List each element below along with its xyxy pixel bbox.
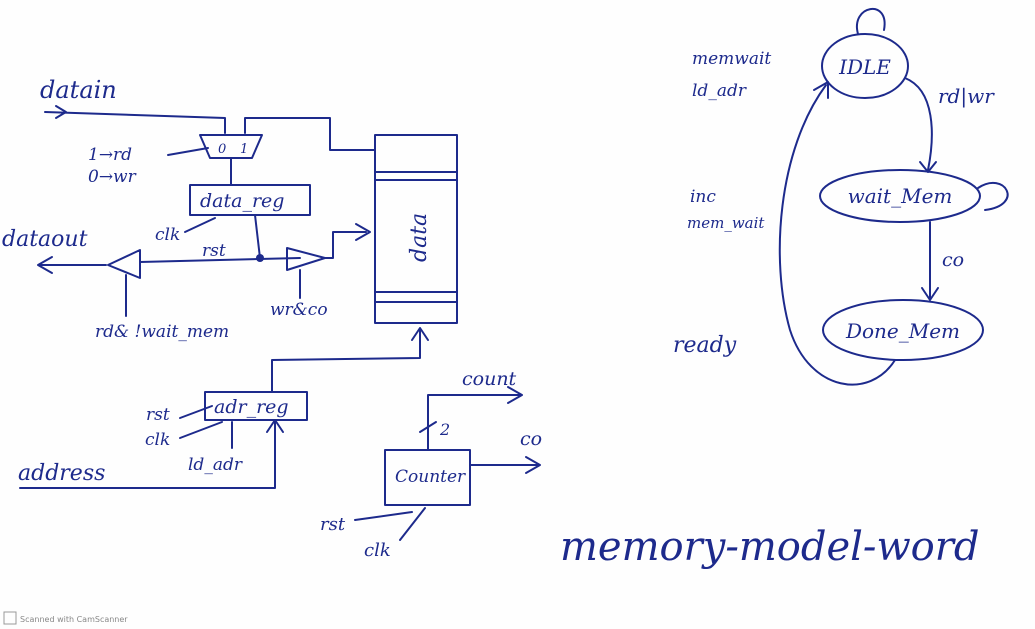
- adr-rst-wire: [179, 405, 213, 419]
- ready-transition-label: ready: [673, 333, 737, 358]
- state-wait-mem: [819, 169, 981, 223]
- data-reg-label: data_reg: [200, 190, 284, 212]
- address-label: address: [18, 461, 105, 486]
- dataout-arrow: [37, 256, 53, 274]
- data-reg-clk-label: clk: [155, 225, 180, 245]
- address-arrow: [266, 419, 284, 433]
- counter-clk-wire: [399, 507, 426, 541]
- dataout-buffer: [107, 249, 141, 279]
- datain-arrow: [55, 105, 67, 119]
- adr-reg-clk-label: clk: [145, 430, 170, 450]
- counter-clk-label: clk: [364, 540, 391, 561]
- wait-output-1: inc: [690, 187, 716, 207]
- diagram-title: memory-model-word: [560, 524, 980, 570]
- state-wait-mem-label: wait_Mem: [848, 184, 953, 208]
- mem-feedback-wire: [244, 117, 376, 151]
- write-wire: [324, 231, 367, 259]
- counter-rst-label: rst: [320, 514, 346, 535]
- ld-adr-label: ld_adr: [188, 455, 243, 475]
- count-arrow: [507, 386, 523, 404]
- co-label: co: [520, 428, 542, 450]
- count-wire: [427, 394, 521, 451]
- idle-output-2: ld_adr: [692, 81, 747, 101]
- camscanner-logo: [3, 611, 17, 625]
- dataout-label: dataout: [2, 227, 88, 252]
- address-wire: [19, 421, 276, 489]
- wr-select-label: 0→wr: [88, 167, 137, 187]
- idle-output-1: memwait: [692, 49, 771, 69]
- dataout-enable-label: rd& !wait_mem: [95, 322, 229, 342]
- state-idle: [821, 33, 909, 99]
- wait-output-2: mem_wait: [687, 214, 765, 232]
- rd-wr-transition-label: rd|wr: [938, 84, 995, 109]
- data-reg-box: [189, 184, 311, 216]
- data-bus: [139, 257, 301, 263]
- rd-select-label: 1→rd: [88, 145, 132, 165]
- count-label: count: [462, 368, 517, 390]
- datain-wire: [44, 111, 226, 134]
- co-transition-label: co: [942, 249, 964, 271]
- mux-input-1: 1: [240, 142, 248, 157]
- write-enable-label: wr&co: [270, 300, 328, 320]
- write-arrow: [355, 223, 371, 241]
- data-reg-out-wire: [254, 214, 261, 259]
- state-done-mem: [822, 299, 984, 361]
- addr-to-mem-wire: [271, 329, 421, 393]
- scanner-footer: Scanned with CamScanner: [20, 615, 128, 624]
- counter-rst-wire: [354, 511, 413, 521]
- input-mux: [199, 134, 263, 159]
- idle-to-wait-arrow: [904, 77, 933, 171]
- idle-self-loop: [855, 7, 886, 35]
- mux-input-0: 0: [218, 142, 226, 157]
- count-bus-slash: [419, 421, 437, 433]
- bus-junction: [256, 254, 264, 262]
- data-reg-clk-wire: [184, 217, 216, 233]
- mux-select-wire: [167, 147, 209, 156]
- adr-reg-rst-label: rst: [146, 405, 170, 425]
- addr-to-mem-arrow: [411, 327, 429, 341]
- data-reg-rst-label: rst: [202, 241, 226, 261]
- done-to-idle-head: [813, 81, 829, 99]
- datain-label: datain: [40, 76, 117, 104]
- adr-reg-box: [204, 391, 308, 421]
- adr-reg-label: adr_reg: [214, 396, 289, 418]
- co-arrow: [525, 456, 541, 474]
- wait-to-done-head: [921, 287, 939, 301]
- done-to-idle-arrow: [778, 84, 896, 386]
- state-done-mem-label: Done_Mem: [845, 319, 960, 343]
- counter-label: Counter: [395, 467, 466, 487]
- memory-block: [374, 134, 458, 324]
- state-idle-label: IDLE: [838, 55, 891, 79]
- adr-clk-wire: [179, 421, 223, 439]
- idle-to-wait-head: [919, 161, 937, 173]
- count-width-label: 2: [439, 420, 450, 439]
- wait-self-loop: [977, 181, 1009, 211]
- write-buffer: [286, 247, 326, 271]
- memory-label: data: [407, 213, 432, 262]
